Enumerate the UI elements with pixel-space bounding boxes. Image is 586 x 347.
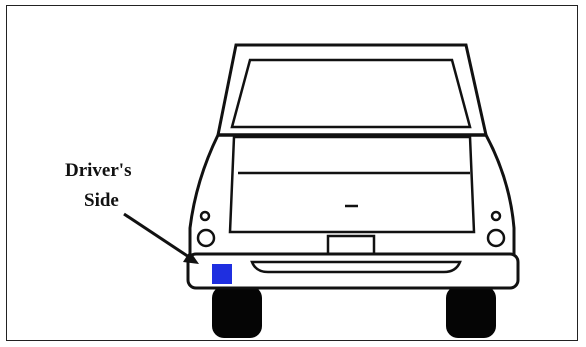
cab-outline	[218, 45, 486, 135]
driver-side-label-line2: Side	[84, 191, 119, 210]
rear-window	[232, 60, 470, 127]
driver-side-label-line1: Driver's	[65, 161, 131, 180]
truck-cab	[218, 45, 486, 135]
truck-body	[190, 135, 514, 262]
left-tire	[212, 286, 262, 338]
body-outline	[190, 135, 514, 262]
right-tire	[446, 286, 496, 338]
rear-bumper	[188, 254, 518, 288]
pointer-arrow	[124, 214, 199, 264]
rear-tires	[212, 286, 496, 338]
arrow-shaft	[124, 214, 192, 259]
driver-side-marker	[212, 264, 232, 284]
